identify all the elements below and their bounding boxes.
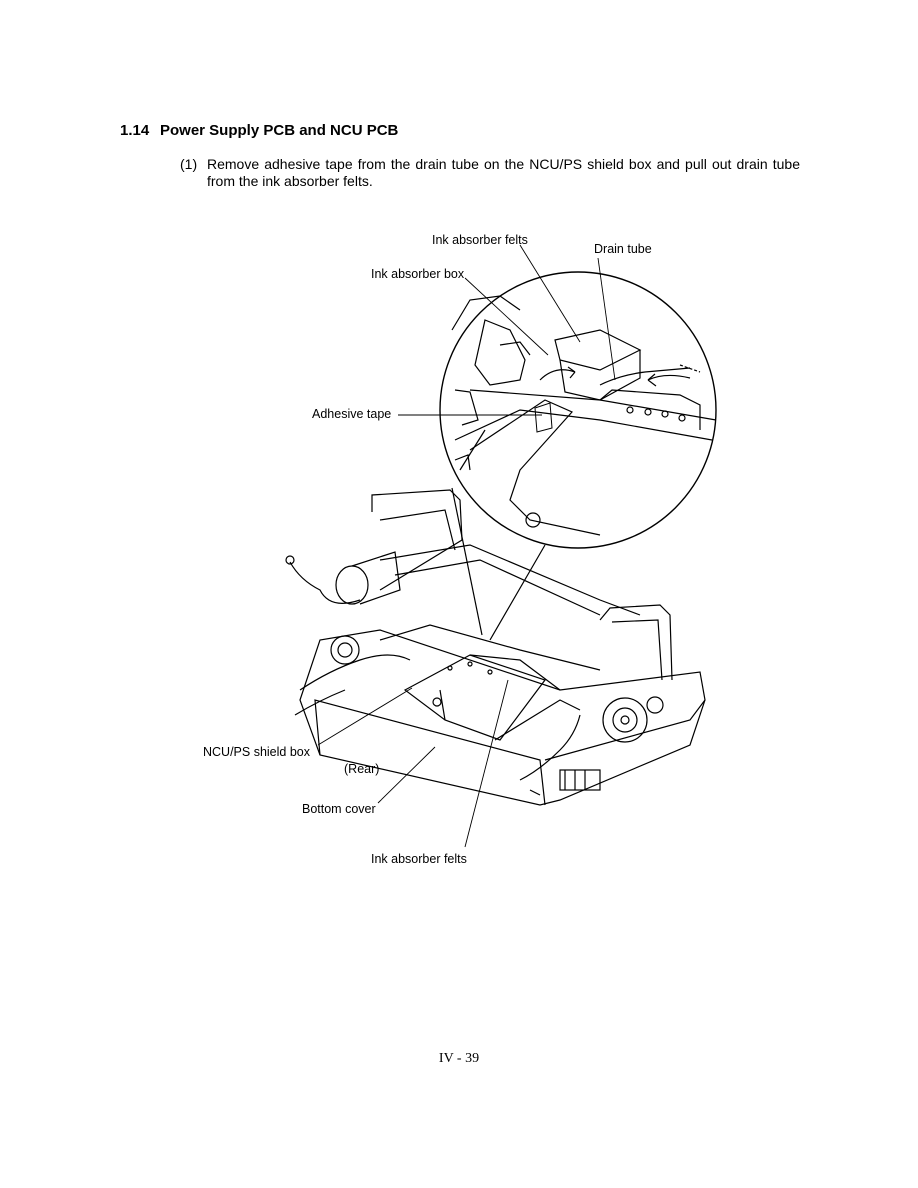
page-number: IV - 39	[438, 1051, 480, 1066]
section-number: 1.14	[120, 122, 150, 139]
leader-lines	[317, 244, 616, 848]
machine-body	[285, 489, 706, 806]
step-text: Remove adhesive tape from the drain tube…	[207, 156, 800, 189]
step-number: (1)	[180, 156, 198, 172]
label-bottom-cover: Bottom cover	[302, 802, 376, 816]
zoom-detail-circle	[439, 271, 717, 641]
section-heading: 1.14 Power Supply PCB and NCU PCB	[120, 122, 398, 139]
label-ncu-ps-shield-box: NCU/PS shield box	[203, 745, 310, 759]
label-ink-absorber-felts-top: Ink absorber felts	[432, 233, 528, 247]
label-adhesive-tape: Adhesive tape	[312, 407, 392, 421]
label-drain-tube: Drain tube	[594, 242, 652, 256]
label-rear: (Rear)	[344, 762, 380, 776]
label-ink-absorber-box: Ink absorber box	[371, 267, 465, 281]
instruction-step: (1) Remove adhesive tape from the drain …	[180, 156, 800, 190]
label-ink-absorber-felts-bottom: Ink absorber felts	[371, 852, 467, 866]
section-title: Power Supply PCB and NCU PCB	[160, 122, 399, 139]
